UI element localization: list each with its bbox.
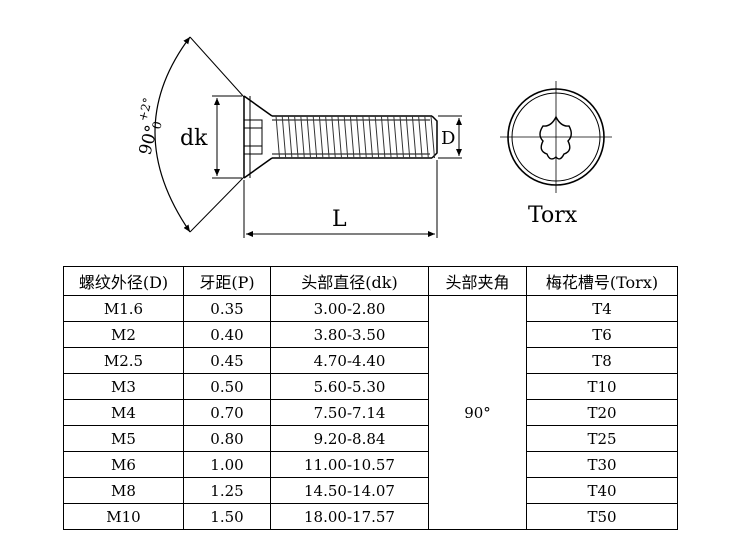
cell-thread-diameter: M4 bbox=[63, 399, 184, 426]
torx-star-icon bbox=[539, 115, 572, 160]
cell-head-diameter: 9.20-8.84 bbox=[270, 425, 429, 452]
cell-torx-size: T4 bbox=[526, 295, 678, 322]
screw-technical-drawing: 90° +2° 0 dk D L bbox=[135, 36, 612, 238]
cell-thread-diameter: M2.5 bbox=[63, 347, 184, 374]
angle-tolerance-lower: 0 bbox=[149, 120, 165, 131]
cell-pitch: 1.00 bbox=[183, 451, 271, 478]
angle-extension-bottom bbox=[189, 176, 245, 233]
d-label: D bbox=[441, 128, 455, 149]
table-header-row: 螺纹外径(D) 牙距(P) 头部直径(dk) 头部夹角 梅花槽号(Torx) bbox=[63, 266, 678, 296]
cell-head-diameter: 14.50-14.07 bbox=[270, 477, 429, 504]
cell-thread-diameter: M2 bbox=[63, 321, 184, 348]
cell-pitch: 0.35 bbox=[183, 295, 271, 322]
header-thread-diameter: 螺纹外径(D) bbox=[63, 266, 184, 296]
torx-label: Torx bbox=[528, 203, 578, 228]
header-head-angle: 头部夹角 bbox=[428, 266, 527, 296]
cell-head-diameter: 5.60-5.30 bbox=[270, 373, 429, 400]
cell-pitch: 0.70 bbox=[183, 399, 271, 426]
cell-head-diameter: 18.00-17.57 bbox=[270, 503, 429, 530]
cell-torx-size: T8 bbox=[526, 347, 678, 374]
screw-head bbox=[243, 95, 273, 179]
cell-thread-diameter: M8 bbox=[63, 477, 184, 504]
cell-torx-size: T10 bbox=[526, 373, 678, 400]
cell-thread-diameter: M1.6 bbox=[63, 295, 184, 322]
cell-thread-diameter: M5 bbox=[63, 425, 184, 452]
cell-pitch: 0.40 bbox=[183, 321, 271, 348]
cell-pitch: 1.25 bbox=[183, 477, 271, 504]
thread-lines bbox=[275, 115, 435, 159]
angle-dimension-arc bbox=[154, 36, 191, 233]
cell-thread-diameter: M6 bbox=[63, 451, 184, 478]
angle-extension-top bbox=[189, 36, 245, 98]
dk-label: dk bbox=[180, 126, 208, 151]
screw-spec-table: 螺纹外径(D) 牙距(P) 头部直径(dk) 头部夹角 梅花槽号(Torx) M… bbox=[63, 266, 678, 530]
cell-pitch: 0.80 bbox=[183, 425, 271, 452]
cell-head-diameter: 4.70-4.40 bbox=[270, 347, 429, 374]
angle-tolerance-upper: +2° bbox=[135, 96, 155, 123]
cell-head-angle: 90° bbox=[428, 295, 527, 530]
cell-torx-size: T40 bbox=[526, 477, 678, 504]
cell-head-diameter: 3.00-2.80 bbox=[270, 295, 429, 322]
cell-pitch: 0.50 bbox=[183, 373, 271, 400]
cell-head-diameter: 7.50-7.14 bbox=[270, 399, 429, 426]
cell-torx-size: T6 bbox=[526, 321, 678, 348]
torx-head-top-view bbox=[500, 81, 612, 193]
cell-head-diameter: 11.00-10.57 bbox=[270, 451, 429, 478]
cell-thread-diameter: M10 bbox=[63, 503, 184, 530]
l-label: L bbox=[332, 207, 347, 232]
cell-torx-size: T20 bbox=[526, 399, 678, 426]
cell-head-diameter: 3.80-3.50 bbox=[270, 321, 429, 348]
cell-pitch: 0.45 bbox=[183, 347, 271, 374]
header-torx-size: 梅花槽号(Torx) bbox=[526, 266, 678, 296]
header-head-diameter: 头部直径(dk) bbox=[270, 266, 429, 296]
cell-pitch: 1.50 bbox=[183, 503, 271, 530]
cell-torx-size: T50 bbox=[526, 503, 678, 530]
cell-thread-diameter: M3 bbox=[63, 373, 184, 400]
header-pitch: 牙距(P) bbox=[183, 266, 271, 296]
cell-torx-size: T25 bbox=[526, 425, 678, 452]
cell-torx-size: T30 bbox=[526, 451, 678, 478]
